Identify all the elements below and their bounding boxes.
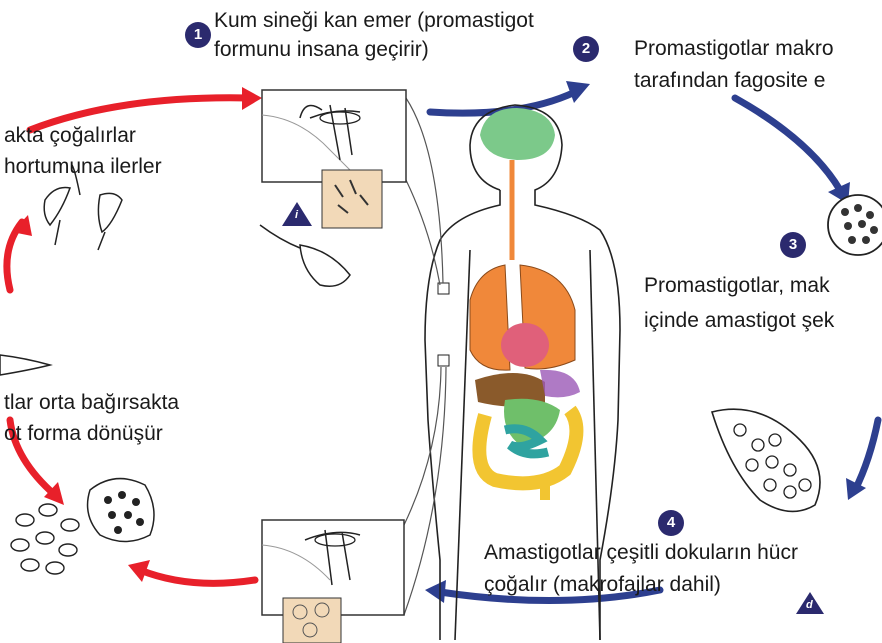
step-4-text-line1: Amastigotlar çeşitli dokuların hücr [484, 540, 798, 566]
step-4-text-line2: çoğalır (makrofajlar dahil) [484, 572, 721, 598]
step-3-text-line1: Promastigotlar, mak [644, 273, 830, 299]
blue-arrow-3-to-4 [855, 420, 878, 490]
amastigote-cluster-left [11, 479, 154, 574]
infected-macrophage-cell [828, 195, 882, 255]
left-text-line4: ot forma dönüşür [4, 421, 163, 447]
left-text-line2: hortumuna ilerler [4, 154, 162, 180]
step-badge-1: 1 [185, 22, 211, 48]
step-badge-3: 3 [780, 232, 806, 258]
amastigote-tissue-cluster [712, 409, 820, 511]
step-3-text-line2: içinde amastigot şek [644, 308, 834, 334]
organs [470, 108, 580, 500]
red-arrow-bottom [140, 570, 255, 583]
infective-stage-letter: i [295, 209, 298, 221]
brain-organ [480, 108, 555, 160]
skin-sample-box-lower [438, 355, 449, 366]
step-2-text-line1: Promastigotlar makro [634, 36, 834, 62]
left-text-line1: akta çoğalırlar [4, 123, 136, 149]
sandfly-panel-bottom [262, 520, 404, 643]
blue-arrow-2-to-3 [735, 98, 840, 190]
step-1-text-line1: Kum sineği kan emer (promastigot [214, 8, 534, 34]
red-arrowhead [242, 87, 262, 110]
step-badge-2: 2 [573, 36, 599, 62]
step-2-text-line2: tarafından fagosite e [634, 68, 825, 94]
connector-line [406, 98, 443, 283]
blue-arrowhead [425, 580, 446, 603]
step-1-text-line2: formunu insana geçirir) [214, 37, 429, 63]
connector-line [406, 180, 440, 285]
connector-line [404, 367, 441, 525]
step-badge-4: 4 [658, 510, 684, 536]
diagnostic-stage-letter: d [806, 599, 813, 611]
promastigotes-left [0, 165, 350, 375]
spleen-organ [540, 370, 580, 397]
left-text-line3: tlar orta bağırsakta [4, 390, 179, 416]
heart-organ [501, 323, 549, 367]
